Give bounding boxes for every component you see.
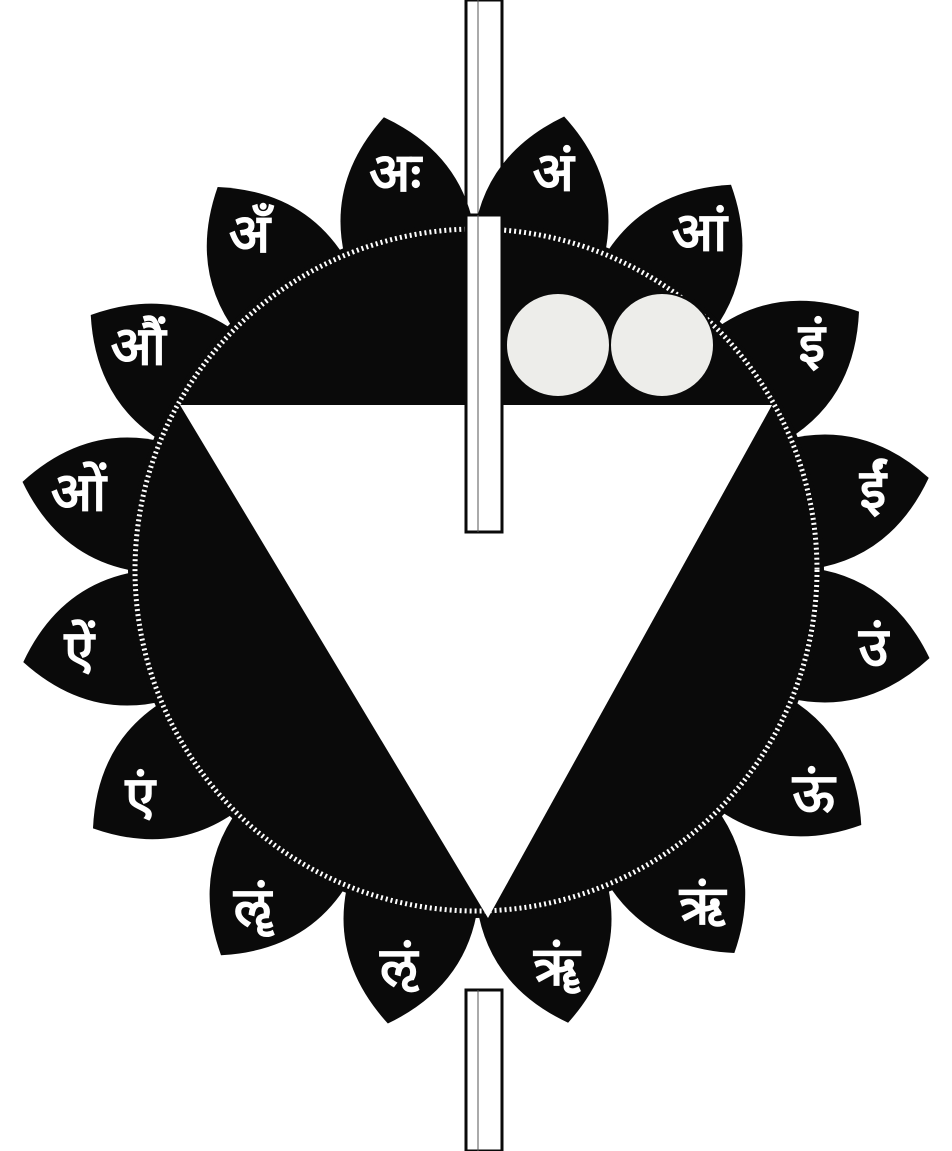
petal-letter: इं [798,312,828,375]
petal-letter: आं [672,200,729,263]
petal-letter: अं [533,140,576,203]
petal-letter: अँ [229,202,275,265]
central-channel [466,215,502,532]
petal-letter: ॠं [533,935,582,998]
petal-letter: ऋं [678,874,727,937]
petal-letter: ईं [859,457,889,520]
petal-letter: ऊं [792,762,838,825]
moon-orb-right [610,293,714,397]
petal-letter: एं [124,764,157,827]
petal-letter: ऌं [379,936,420,999]
petal-letter: उं [858,615,891,678]
petal-letter: ओं [51,461,108,524]
petal-letter: औं [111,314,168,377]
petal-letter: ॡं [233,876,276,939]
lower-channel-stem [466,990,502,1151]
petal-letter: अः [369,141,423,204]
moon-orb-left [506,293,610,397]
petal-letter: ऐं [63,619,96,682]
